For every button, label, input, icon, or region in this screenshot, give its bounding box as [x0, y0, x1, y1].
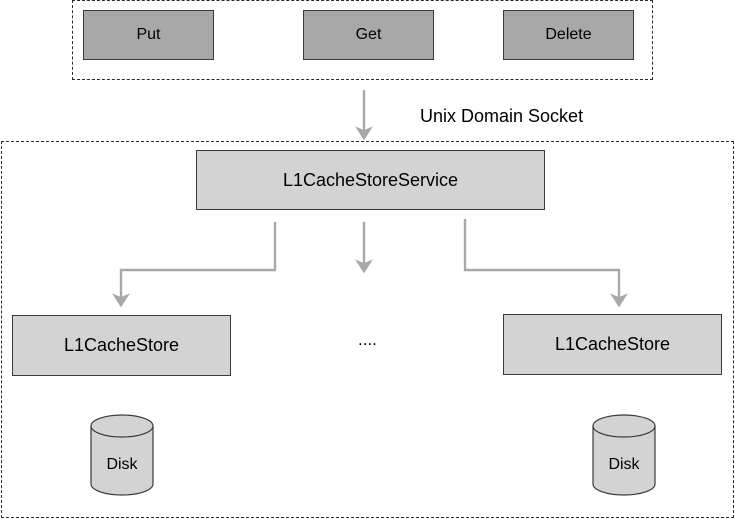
- get-label: Get: [355, 26, 382, 43]
- right-store-arrowhead: [610, 293, 628, 308]
- disk-left-label: Disk: [106, 456, 138, 473]
- disk-right: Disk: [592, 414, 656, 498]
- client-operations-frame: [72, 0, 653, 80]
- l1-cache-store-service: L1CacheStoreService: [196, 150, 545, 210]
- right-store-arrow: [463, 219, 621, 297]
- delete-operation: Delete: [503, 10, 634, 60]
- transport-label: Unix Domain Socket: [420, 106, 584, 126]
- left-store-arrow: [119, 222, 277, 297]
- get-operation: Get: [303, 10, 434, 60]
- more-stores-ellipsis: ....: [358, 330, 377, 349]
- l1-cache-store-left: L1CacheStore: [12, 315, 231, 376]
- left-store-arrowhead: [112, 293, 130, 308]
- middle-arrowhead: [355, 259, 373, 274]
- socket-arrowhead: [355, 126, 373, 141]
- put-operation: Put: [83, 10, 214, 60]
- disk-right-label: Disk: [608, 456, 640, 473]
- put-label: Put: [136, 26, 161, 43]
- disk-right-icon: [592, 414, 656, 496]
- store-left-label: L1CacheStore: [63, 335, 180, 355]
- store-right-label: L1CacheStore: [554, 334, 671, 354]
- l1-cache-store-right: L1CacheStore: [503, 314, 722, 375]
- delete-label: Delete: [545, 26, 592, 43]
- service-label: L1CacheStoreService: [282, 169, 459, 190]
- disk-left: Disk: [90, 414, 154, 498]
- cache-system-frame: [1, 141, 734, 518]
- disk-left-icon: [90, 414, 154, 496]
